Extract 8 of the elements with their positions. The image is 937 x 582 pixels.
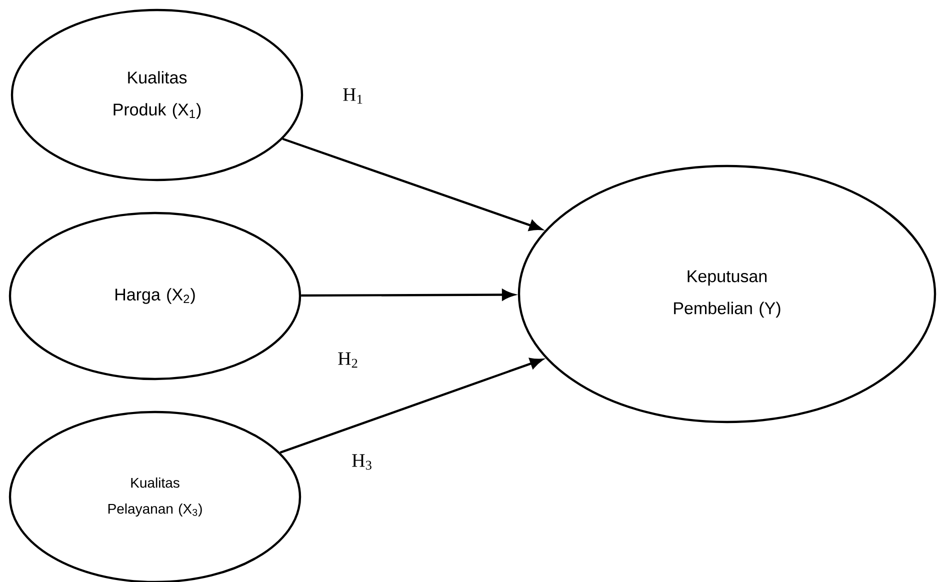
edge-label: H$_{1}$ — [342, 87, 364, 105]
ellipse-node: Harga (X$_{2}$) — [8, 212, 302, 380]
ellipse-node: Keputusan Pembelian (Y) — [518, 164, 936, 424]
edge-label: H$_{3}$ — [350, 453, 374, 471]
arrow — [282, 138, 542, 231]
arrow — [280, 358, 543, 454]
ellipse-node: Kualitas Produk (X$_{1}$) — [10, 8, 304, 182]
edge-label: H$_{2}$ — [336, 351, 360, 369]
